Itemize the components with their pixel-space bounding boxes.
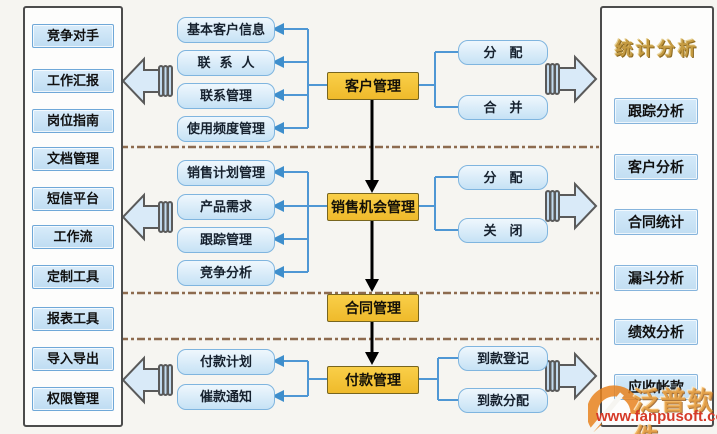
sales-sub-node: 竞争分析 — [177, 260, 275, 286]
stats-panel-item: 合同统计 — [614, 209, 698, 235]
blue-arrowheads — [272, 23, 284, 402]
left-tools-panel: 竞争对手 工作汇报 岗位指南 文档管理 短信平台 工作流 定制工具 报表工具 导… — [23, 6, 123, 427]
left-panel-item: 竞争对手 — [32, 24, 114, 48]
stats-panel: 统计分析 跟踪分析 客户分析 合同统计 漏斗分析 绩效分析 应收帐款 — [600, 6, 714, 427]
sales-action-node: 关闭 — [458, 218, 548, 243]
payment-sub-node: 付款计划 — [177, 349, 275, 375]
sales-sub-node: 产品需求 — [177, 194, 275, 220]
left-panel-item: 定制工具 — [32, 265, 114, 289]
sales-opportunity-node: 销售机会管理 — [327, 193, 419, 221]
section-separator-lines — [120, 145, 599, 341]
left-panel-item: 报表工具 — [32, 307, 114, 331]
customer-sub-node: 联系管理 — [177, 83, 275, 109]
arrow-right-icon — [545, 54, 598, 104]
stats-panel-item: 绩效分析 — [614, 319, 698, 345]
customer-sub-node: 联系人 — [177, 50, 275, 76]
left-panel-item: 工作流 — [32, 225, 114, 249]
customer-action-node: 分配 — [458, 40, 548, 65]
contract-mgmt-node: 合同管理 — [327, 294, 419, 322]
customer-sub-node: 使用频度管理 — [177, 116, 275, 142]
sales-sub-node: 跟踪管理 — [177, 227, 275, 253]
payment-action-node: 到款登记 — [458, 346, 548, 371]
arrow-left-icon — [121, 56, 173, 106]
arrow-right-icon — [545, 351, 598, 401]
sales-action-node: 分配 — [458, 165, 548, 190]
customer-action-node: 合并 — [458, 95, 548, 120]
customer-mgmt-node: 客户管理 — [327, 72, 419, 100]
payment-action-node: 到款分配 — [458, 388, 548, 413]
stats-panel-item: 跟踪分析 — [614, 98, 698, 124]
left-panel-item: 短信平台 — [32, 187, 114, 211]
left-panel-item: 岗位指南 — [32, 109, 114, 133]
payment-sub-node: 催款通知 — [177, 384, 275, 410]
flow-down-arrowheads — [365, 180, 379, 365]
stats-panel-item: 漏斗分析 — [614, 265, 698, 291]
left-panel-item: 权限管理 — [32, 387, 114, 411]
left-panel-item: 文档管理 — [32, 147, 114, 171]
blue-connector-lines — [280, 28, 458, 401]
payment-mgmt-node: 付款管理 — [327, 366, 419, 394]
sales-sub-node: 销售计划管理 — [177, 160, 275, 186]
arrow-left-icon — [121, 355, 173, 405]
stats-panel-item: 客户分析 — [614, 154, 698, 180]
arrow-left-icon — [121, 192, 173, 242]
customer-sub-node: 基本客户信息 — [177, 17, 275, 43]
arrow-right-icon — [545, 181, 598, 231]
left-panel-item: 工作汇报 — [32, 69, 114, 93]
stats-panel-item: 应收帐款 — [614, 374, 698, 400]
stats-panel-title: 统计分析 — [615, 39, 699, 59]
left-panel-item: 导入导出 — [32, 347, 114, 371]
